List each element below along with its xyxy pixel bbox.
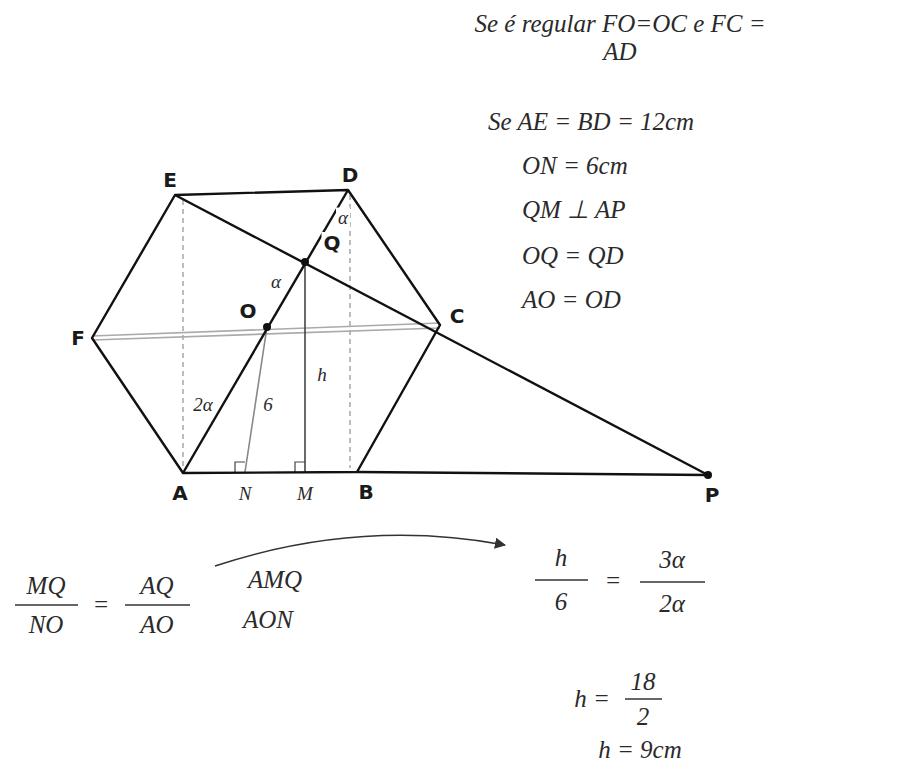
point-label: D [340, 164, 361, 186]
equals-sign: = [603, 567, 624, 595]
point-label: O [237, 300, 258, 322]
note: OQ = QD [522, 242, 624, 270]
point-label: M [295, 484, 315, 505]
note: AO = OD [522, 286, 621, 314]
points [263, 258, 712, 479]
equals-sign: = [91, 591, 112, 619]
triangle-name: AMQ [246, 566, 304, 594]
note: ON = 6cm [522, 152, 628, 180]
qm-segment [304, 262, 306, 472]
angle-mark: α [336, 208, 350, 229]
note: QM ⊥ AP [522, 196, 625, 224]
construction-lines [175, 190, 708, 475]
point-label: Q [321, 232, 342, 254]
right-angle-marks [235, 462, 305, 472]
fraction-term: NO [27, 611, 66, 639]
point-label: C [448, 305, 467, 327]
fraction-term: 2 [635, 703, 652, 731]
fraction-term: h [553, 544, 570, 572]
note: Se é regular FO=OC e FC = AD [455, 10, 785, 65]
fraction-term: MQ [25, 572, 68, 600]
fraction-term: AQ [138, 572, 175, 600]
segment-mark: 6 [261, 395, 275, 416]
fraction-term: 3α [657, 546, 687, 574]
point-label: E [161, 169, 179, 191]
hexagon [92, 190, 440, 473]
equation: h = [572, 685, 612, 713]
fraction-term: 2α [657, 590, 687, 618]
fraction-term: 18 [629, 668, 658, 696]
fraction-term: AO [138, 611, 175, 639]
segment-mark: 2α [191, 395, 214, 416]
equation: h = 9cm [596, 736, 684, 764]
segment-mark: h [315, 365, 329, 386]
fraction-bars [15, 580, 705, 699]
triangle-name: AON [241, 606, 295, 634]
note: Se AE = BD = 12cm [488, 108, 694, 136]
point-label: A [170, 482, 189, 504]
segment-mark: α [269, 272, 283, 293]
point-label: P [703, 484, 722, 506]
reference-arrow [215, 535, 505, 566]
point-label: F [69, 327, 87, 349]
point-label: B [356, 481, 375, 503]
fraction-term: 6 [553, 588, 570, 616]
point-label: N [237, 484, 254, 505]
